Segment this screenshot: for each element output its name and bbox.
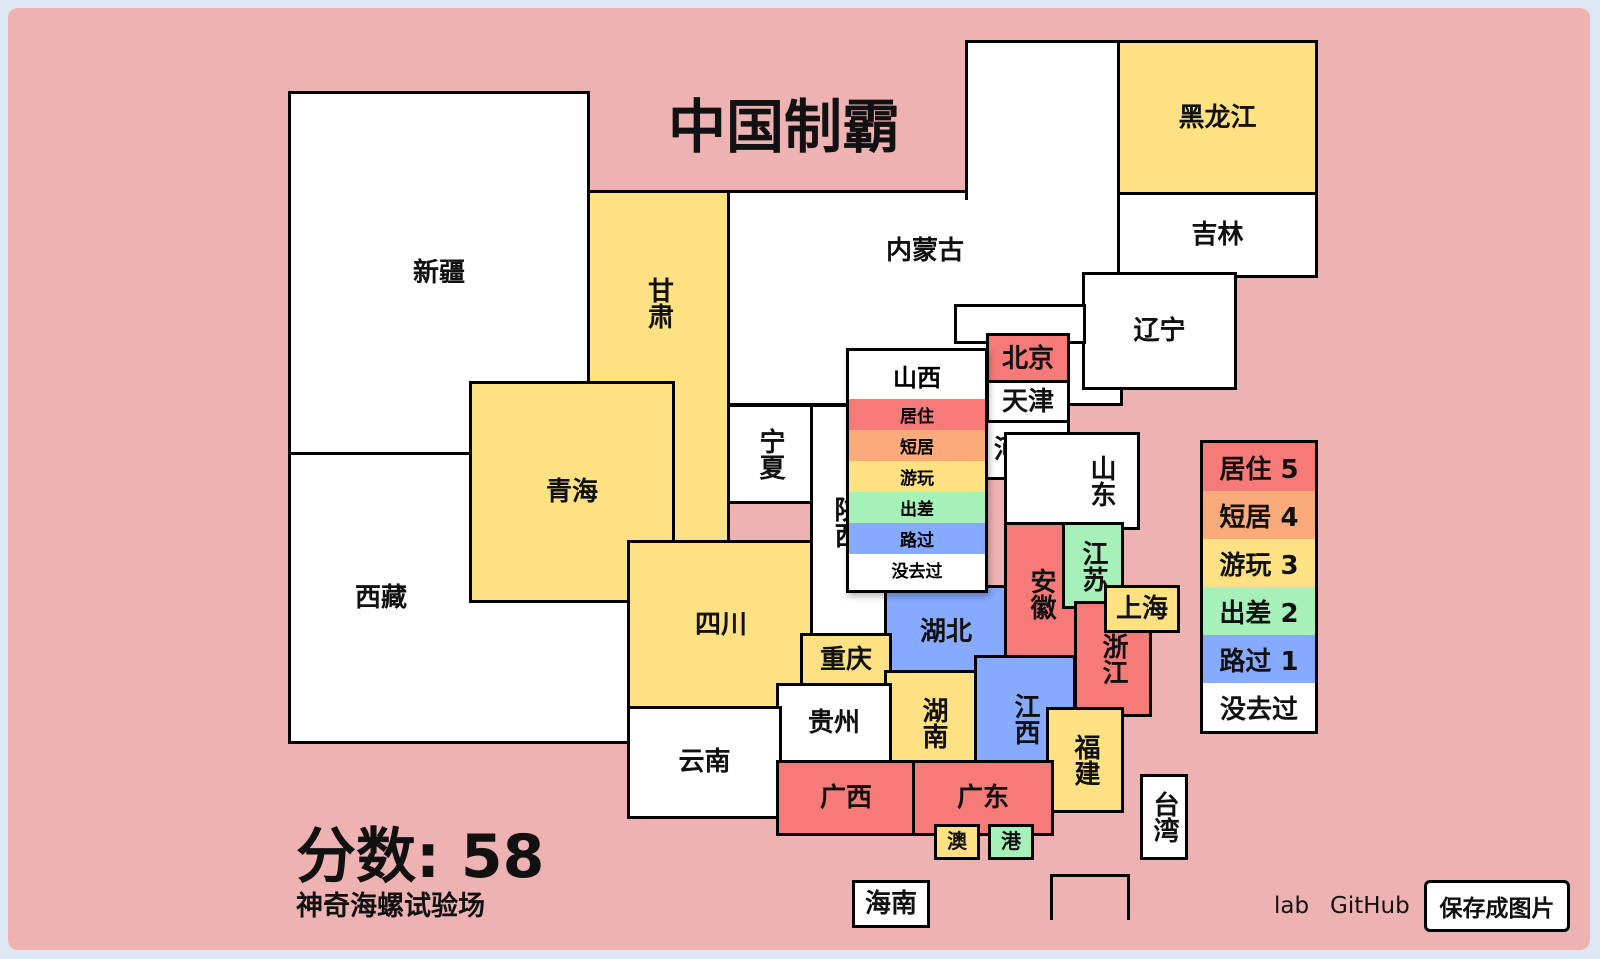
page-title: 中国制霸: [668, 93, 901, 161]
province-hongkong[interactable]: 港: [988, 824, 1034, 860]
province-tianjin[interactable]: 天津: [986, 380, 1070, 424]
province-label: 甘肃: [643, 277, 674, 329]
province-label: 广西: [819, 782, 872, 813]
province-liaoning[interactable]: 辽宁: [1082, 272, 1237, 390]
province-label: 澳: [947, 829, 967, 854]
province-label: 江西: [1010, 693, 1041, 745]
province-label: 西藏: [355, 582, 408, 613]
score: 分数: 58: [296, 822, 545, 892]
province-label: 吉林: [1191, 219, 1244, 250]
province-label: 湖北: [919, 617, 972, 648]
province-beijing[interactable]: 北京: [986, 333, 1070, 385]
province-label: 北京: [1001, 343, 1054, 374]
province-label: 浙江: [1098, 633, 1129, 685]
popup-option-business[interactable]: 出差: [849, 492, 985, 523]
legend-item: 短居 4: [1203, 491, 1315, 539]
popup-option-live[interactable]: 居住: [849, 399, 985, 430]
province-label: 江苏: [1078, 539, 1109, 592]
province-label: 新疆: [412, 257, 465, 288]
province-label: 云南: [678, 747, 731, 778]
province-hainan[interactable]: 海南: [852, 880, 930, 928]
province-label: 港: [1001, 829, 1021, 854]
legend: 居住 5 短居 4 游玩 3 出差 2 路过 1 没去过: [1200, 440, 1318, 734]
popup-option-play[interactable]: 游玩: [849, 461, 985, 492]
province-taiwan[interactable]: 台湾: [1140, 774, 1188, 860]
province-shanghai[interactable]: 上海: [1104, 585, 1180, 633]
province-label: 山东: [1086, 455, 1116, 507]
province-label: 辽宁: [1133, 315, 1186, 346]
province-guizhou[interactable]: 贵州: [776, 683, 892, 763]
province-label: 内蒙古: [885, 236, 964, 266]
popup-province-name: 山西: [893, 363, 941, 392]
province-shandong[interactable]: 山东: [1004, 432, 1140, 530]
site-name: 神奇海螺试验场: [296, 891, 485, 922]
province-chongqing[interactable]: 重庆: [800, 633, 892, 687]
province-xinjiang[interactable]: 新疆: [288, 91, 590, 455]
south-sea-box: [1050, 874, 1130, 920]
province-label: 福建: [1070, 734, 1101, 786]
province-yunnan[interactable]: 云南: [627, 706, 782, 819]
popup-option-stay[interactable]: 短居: [849, 430, 985, 461]
province-label: 安徽: [1026, 568, 1057, 620]
lab-link[interactable]: lab: [1274, 893, 1310, 919]
province-heilongjiang[interactable]: 黑龙江: [1117, 40, 1318, 196]
province-label: 宁夏: [755, 428, 786, 480]
province-label: 黑龙江: [1178, 102, 1257, 133]
popup-option-pass[interactable]: 路过: [849, 523, 985, 554]
province-label: 四川: [694, 609, 747, 640]
legend-item: 居住 5: [1203, 443, 1315, 491]
province-label: 湖南: [918, 697, 949, 749]
province-label: 海南: [864, 888, 917, 919]
legend-item: 出差 2: [1203, 587, 1315, 635]
province-jilin[interactable]: 吉林: [1117, 192, 1318, 278]
status-popup: 山西 居住 短居 游玩 出差 路过 没去过: [846, 348, 988, 593]
province-label: 重庆: [819, 644, 872, 675]
province-sichuan[interactable]: 四川: [627, 540, 815, 710]
province-fujian[interactable]: 福建: [1046, 707, 1124, 813]
province-label: 青海: [545, 476, 598, 507]
province-macau[interactable]: 澳: [934, 824, 980, 860]
province-jiangsu[interactable]: 江苏: [1062, 522, 1124, 609]
legend-item: 没去过: [1203, 683, 1315, 731]
province-label: 贵州: [807, 707, 860, 738]
province-neimenggu-east[interactable]: [965, 40, 1123, 200]
github-link[interactable]: GitHub: [1330, 893, 1410, 919]
province-ningxia[interactable]: 宁夏: [727, 404, 813, 504]
province-label: 广东: [956, 782, 1009, 813]
province-label: 台湾: [1149, 791, 1180, 843]
legend-item: 游玩 3: [1203, 539, 1315, 587]
legend-item: 路过 1: [1203, 635, 1315, 683]
popup-option-never[interactable]: 没去过: [849, 554, 985, 585]
province-label: 天津: [1001, 386, 1054, 417]
province-hubei[interactable]: 湖北: [884, 585, 1008, 680]
province-guangdong[interactable]: 广东: [912, 760, 1054, 836]
app-canvas: 中国制霸 新疆 西藏 甘肃 青海 四川 内蒙古 黑龙江 吉林 辽宁 宁夏 陕西 …: [8, 8, 1590, 950]
province-guangxi[interactable]: 广西: [776, 760, 916, 836]
save-image-button[interactable]: 保存成图片: [1424, 880, 1570, 932]
province-label: 上海: [1115, 593, 1168, 624]
